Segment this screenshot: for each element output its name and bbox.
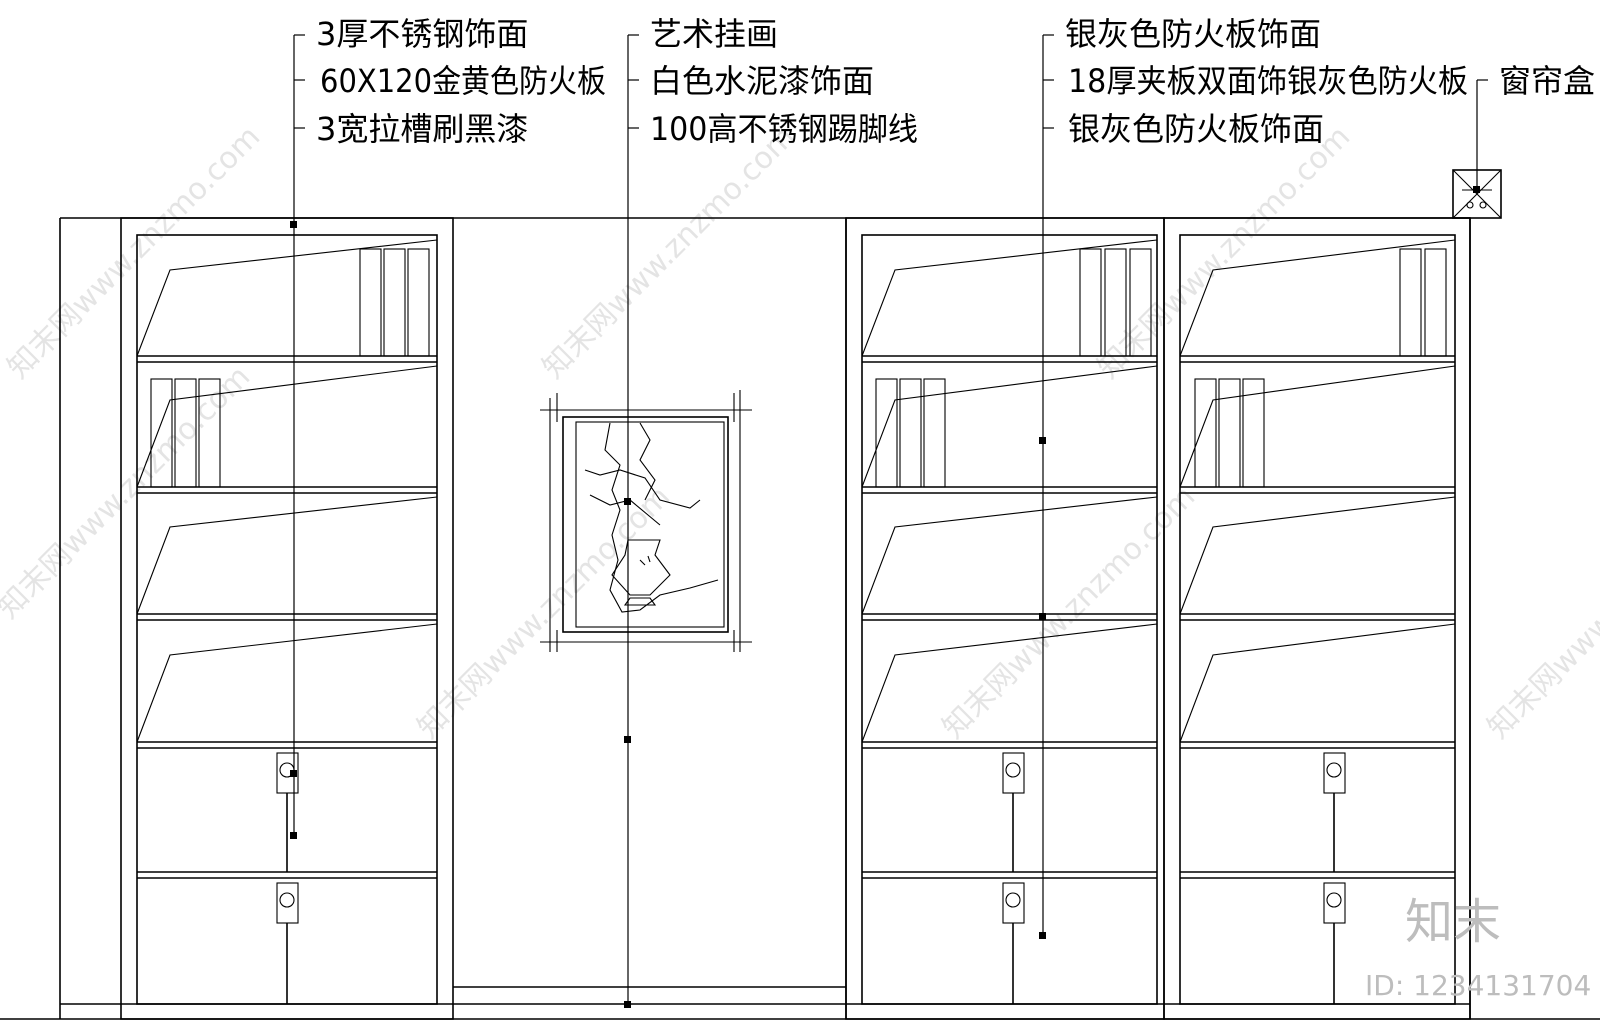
watermark-layer: 知末网www.znzmo.com 知末网www.znzmo.com 知末网www… <box>0 119 1600 745</box>
label-art-painting: 艺术挂画 <box>650 15 778 53</box>
label-white-cement-paint: 白色水泥漆饰面 <box>650 62 874 100</box>
watermark-text: 知末网www.znzmo.com <box>936 479 1202 745</box>
label-plywood-silver-fireboard: 18厚夹板双面饰银灰色防火板 <box>1068 62 1468 100</box>
leader-lines <box>290 34 1488 1008</box>
label-black-groove: 3宽拉槽刷黑漆 <box>316 110 528 148</box>
left-bookcase <box>120 217 454 1020</box>
label-silver-fireboard-bottom: 银灰色防火板饰面 <box>1068 110 1324 148</box>
label-silver-fireboard-top: 银灰色防火板饰面 <box>1065 15 1321 53</box>
watermark-logo: 知末 ID: 1234131704 <box>1365 894 1591 1002</box>
watermark-text: 知末网www.znzmo.com <box>1481 479 1600 745</box>
right-bookcase <box>845 217 1471 1020</box>
logo-text: 知末 <box>1405 894 1501 950</box>
watermark-text: 知末网www.znzmo.com <box>1091 119 1357 385</box>
watermark-text: 知末网www.znzmo.com <box>411 479 677 745</box>
annotation-labels: 3厚不锈钢饰面 60X120金黄色防火板 3宽拉槽刷黑漆 艺术挂画 白色水泥漆饰… <box>316 15 1595 148</box>
label-skirting-line: 100高不锈钢踢脚线 <box>650 110 918 148</box>
label-stainless-steel-top: 3厚不锈钢饰面 <box>316 15 528 53</box>
id-text: ID: 1234131704 <box>1365 969 1591 1002</box>
watermark-text: 知末网www.znzmo.com <box>1 119 267 385</box>
label-gold-fireboard: 60X120金黄色防火板 <box>320 62 606 100</box>
label-curtain-box: 窗帘盒 <box>1499 62 1595 100</box>
watermark-text: 知末网www.znzmo.com <box>536 119 802 385</box>
cabinet-outline <box>0 217 1600 1020</box>
